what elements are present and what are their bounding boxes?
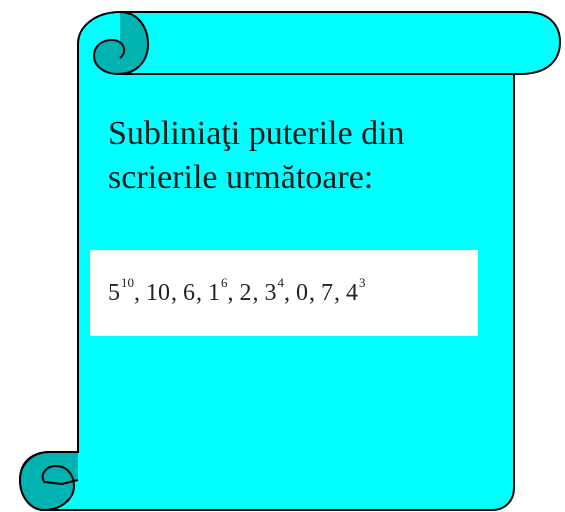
term-base: 0 <box>296 279 308 306</box>
number-term: 43 <box>346 275 366 307</box>
instruction-line-2: scrierile următoare: <box>108 159 374 196</box>
term-separator: , <box>284 279 296 306</box>
term-base: 6 <box>183 279 195 306</box>
number-list-box: 510, 10, 6, 16, 2, 34, 0, 7, 43 <box>90 250 478 336</box>
number-term: 7 <box>321 280 334 307</box>
term-separator: , <box>196 279 208 306</box>
instruction-line-1: Subliniaţi puterile din <box>108 115 405 152</box>
term-exponent: 3 <box>359 274 366 290</box>
term-exponent: 4 <box>277 274 285 290</box>
term-separator: , <box>309 279 321 306</box>
number-term: 510 <box>108 275 134 307</box>
term-separator: , <box>227 279 240 306</box>
term-base: 10 <box>146 279 170 306</box>
number-term: 2 <box>240 280 253 307</box>
term-exponent: 6 <box>221 274 228 290</box>
number-term: 10 <box>146 280 171 307</box>
term-separator: , <box>171 279 183 306</box>
instruction-text: Subliniaţi puterile din scrierile următo… <box>108 112 488 200</box>
term-base: 3 <box>264 279 277 306</box>
number-term: 6 <box>183 280 196 307</box>
term-separator: , <box>134 279 146 306</box>
number-term: 0 <box>296 280 309 307</box>
term-separator: , <box>252 279 265 306</box>
term-base: 2 <box>239 279 252 306</box>
term-separator: , <box>334 279 346 306</box>
term-base: 4 <box>346 279 358 306</box>
number-term: 34 <box>264 275 285 307</box>
term-base: 7 <box>321 279 333 306</box>
term-base: 1 <box>208 279 220 306</box>
term-base: 5 <box>108 279 120 306</box>
top-curl <box>92 11 150 76</box>
number-term: 16 <box>208 275 228 307</box>
bottom-curl <box>18 451 79 512</box>
term-exponent: 10 <box>121 274 134 290</box>
